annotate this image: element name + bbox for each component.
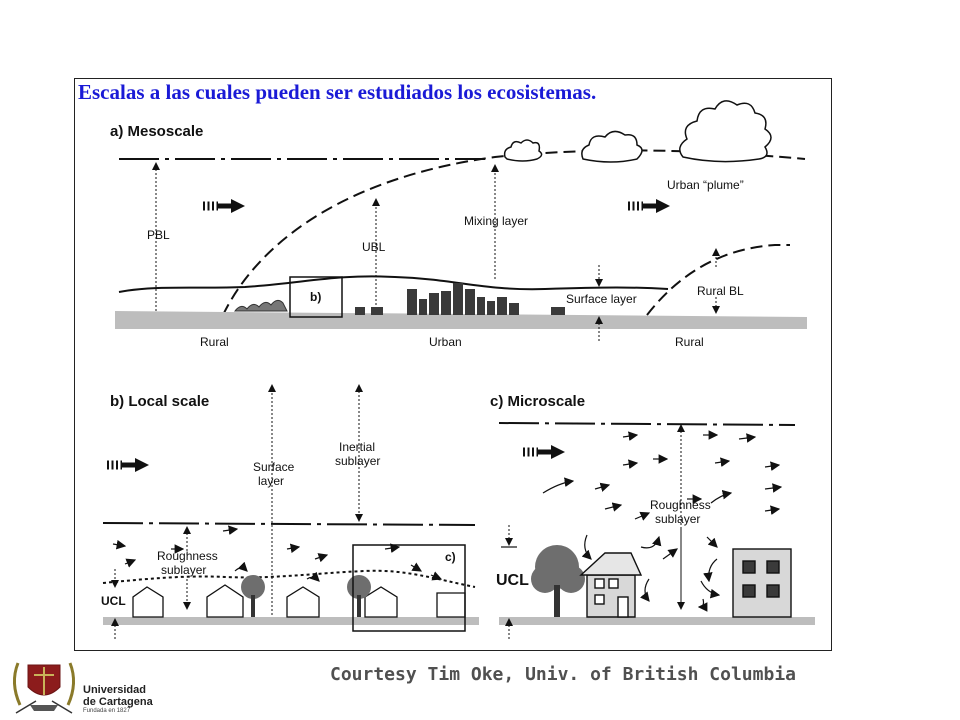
university-name-line1: Universidad [83, 684, 146, 696]
university-name: Universidad de Cartagena Fundada en 1827 [83, 684, 153, 714]
micro-building-icon [732, 548, 792, 618]
local-scale-panel: b) Local scale [101, 384, 479, 639]
local-houses [132, 584, 466, 618]
ecosystem-scales-diagram: a) Mesoscale [101, 100, 815, 639]
micro-ucl-label: UCL [496, 572, 529, 589]
inertial-label-2: sublayer [335, 454, 380, 468]
slide-frame [74, 78, 832, 651]
university-logo [13, 662, 75, 714]
microscale-title: c) Microscale [490, 393, 585, 410]
rural-bl-curve [646, 244, 790, 316]
university-crest-icon [13, 662, 75, 714]
local-roughness-label-1: Roughness [157, 549, 218, 563]
mesoscale-ground [115, 311, 807, 329]
local-surface-label-2: layer [258, 474, 284, 488]
local-upper-line [102, 522, 476, 526]
local-surface-label-1: Surface [253, 460, 295, 474]
local-roughness-line [102, 569, 476, 588]
rural-left-label: Rural [200, 335, 229, 349]
university-name-line2: de Cartagena [83, 696, 153, 708]
credit-text: Courtesy Tim Oke, Univ. of British Colum… [330, 664, 796, 685]
local-scale-title: b) Local scale [110, 393, 209, 410]
rural-bl-label: Rural BL [697, 284, 744, 298]
cloud-medium-icon [581, 130, 643, 163]
mixing-layer-label: Mixing layer [464, 214, 528, 228]
urban-plume-label: Urban “plume” [667, 178, 744, 192]
local-flow-arrows [112, 525, 443, 582]
surface-layer-curve [118, 275, 669, 293]
wind-arrow-left-icon [203, 199, 245, 213]
rural-vegetation [233, 299, 288, 312]
mesoscale-title: a) Mesoscale [110, 123, 203, 140]
urban-label: Urban [429, 335, 462, 349]
university-founded: Fundada en 1827 [83, 708, 131, 714]
surface-layer-label: Surface layer [566, 292, 637, 306]
wind-arrow-right-icon [628, 199, 670, 213]
micro-ground [499, 617, 815, 625]
inertial-label-1: Inertial [339, 440, 375, 454]
inset-b-box [289, 276, 343, 318]
wind-arrow-micro-icon [523, 445, 565, 459]
rural-right-label: Rural [675, 335, 704, 349]
cloud-small-icon [503, 139, 543, 162]
urban-buildings [355, 283, 565, 315]
inset-c-label: c) [445, 550, 456, 564]
slide-title: Escalas a las cuales pueden ser estudiad… [78, 80, 597, 104]
local-roughness-label-2: sublayer [161, 563, 206, 577]
micro-roughness-label-1: Roughness [650, 498, 711, 512]
micro-tree-icon [531, 545, 585, 617]
inset-c-box [352, 544, 466, 632]
micro-house-icon [579, 552, 643, 618]
cloud-large-icon [679, 100, 772, 163]
local-ucl-label: UCL [101, 594, 126, 608]
local-ground [103, 617, 479, 625]
microscale-panel: c) Microscale [490, 393, 815, 639]
inset-b-label: b) [310, 290, 321, 304]
micro-upper-line [498, 422, 796, 426]
pbl-label: PBL [147, 228, 170, 242]
micro-roughness-label-2: sublayer [655, 512, 700, 526]
mesoscale-panel: a) Mesoscale [110, 100, 807, 349]
micro-flow-arrows [542, 430, 783, 612]
ubl-label: UBL [362, 240, 386, 254]
wind-arrow-local-icon [107, 458, 149, 472]
